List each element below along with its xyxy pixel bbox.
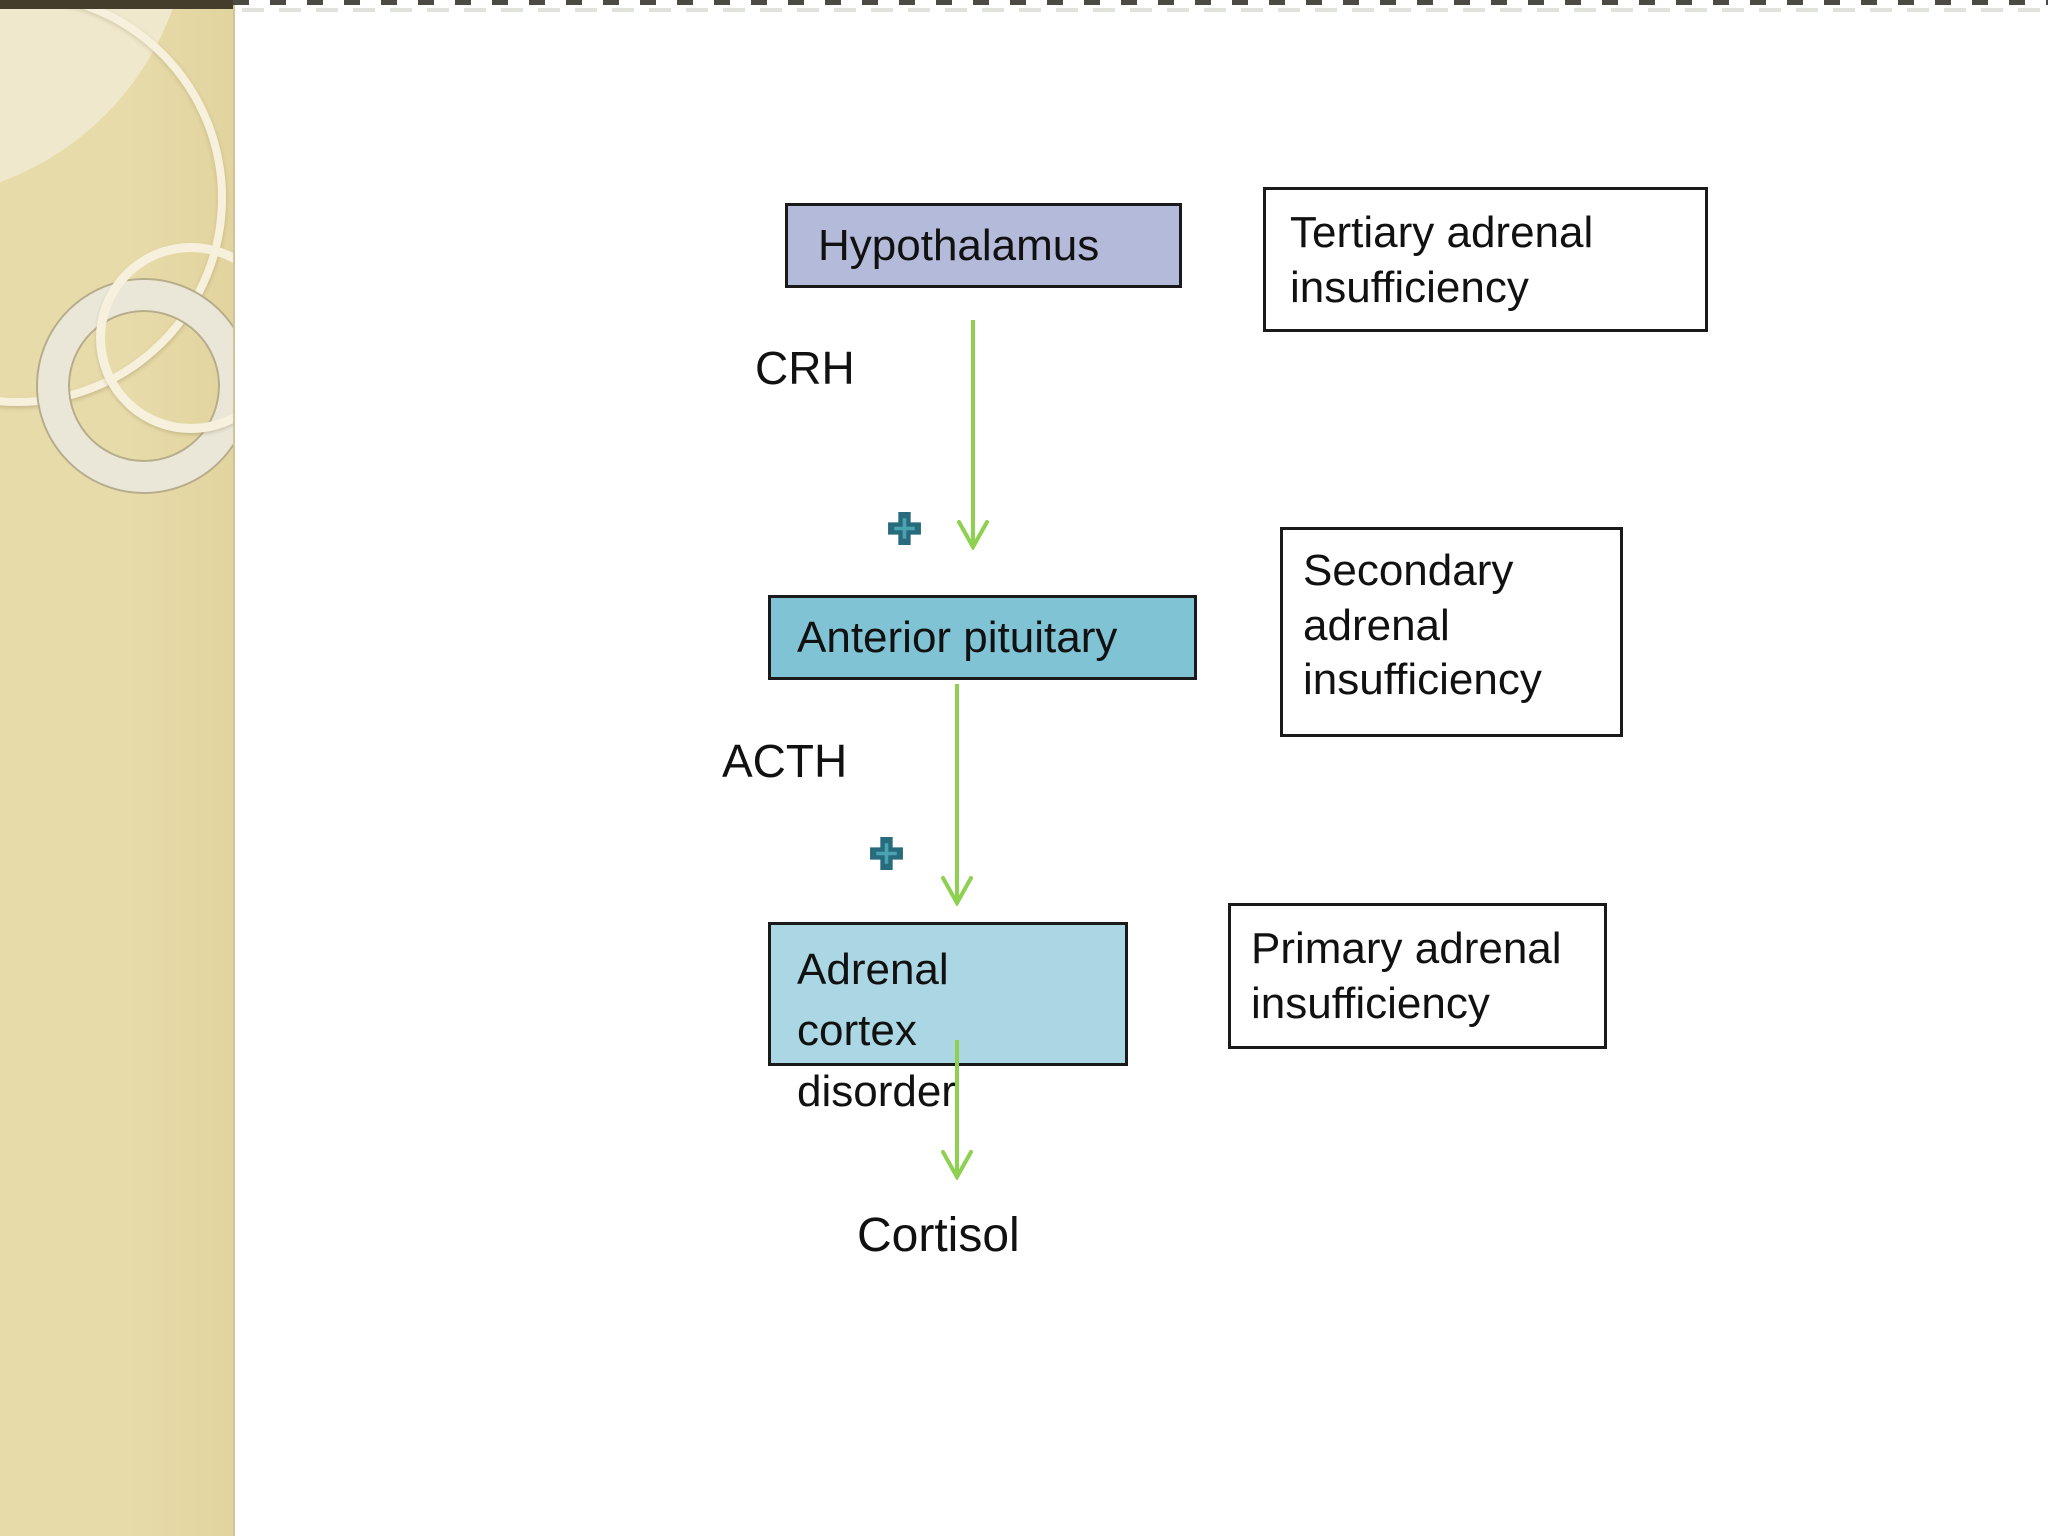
primary-insufficiency-box: Primary adrenal insufficiency xyxy=(1228,903,1607,1049)
down-arrow-cortisol xyxy=(941,1040,973,1180)
tertiary-insufficiency-box: Tertiary adrenal insufficiency xyxy=(1263,187,1708,332)
adrenal-cortex-label: Adrenal cortex disorder xyxy=(797,945,956,1116)
sidebar-top-strip xyxy=(0,0,233,9)
cortisol-label: Cortisol xyxy=(857,1209,1020,1262)
adrenal-cortex-box: Adrenal cortex disorder xyxy=(768,922,1128,1116)
crh-label: CRH xyxy=(755,342,855,394)
down-arrow-acth xyxy=(941,684,973,906)
down-arrow-crh xyxy=(957,320,989,550)
anterior-pituitary-box: Anterior pituitary xyxy=(768,595,1197,680)
secondary-insufficiency-label: Secondary adrenal insufficiency xyxy=(1303,546,1542,705)
top-dashed-border xyxy=(233,0,2048,14)
primary-insufficiency-label: Primary adrenal insufficiency xyxy=(1251,924,1562,1028)
tertiary-insufficiency-label: Tertiary adrenal insufficiency xyxy=(1290,208,1594,312)
acth-label: ACTH xyxy=(722,735,848,787)
plus-cross-icon xyxy=(888,512,921,545)
hypothalamus-box: Hypothalamus xyxy=(785,203,1182,288)
anterior-pituitary-label: Anterior pituitary xyxy=(797,613,1118,662)
hypothalamus-label: Hypothalamus xyxy=(818,221,1100,270)
sidebar-decoration xyxy=(0,0,235,1536)
plus-cross-icon xyxy=(870,837,903,870)
secondary-insufficiency-box: Secondary adrenal insufficiency xyxy=(1280,527,1623,737)
sidebar-thin-ring-2 xyxy=(96,243,233,433)
